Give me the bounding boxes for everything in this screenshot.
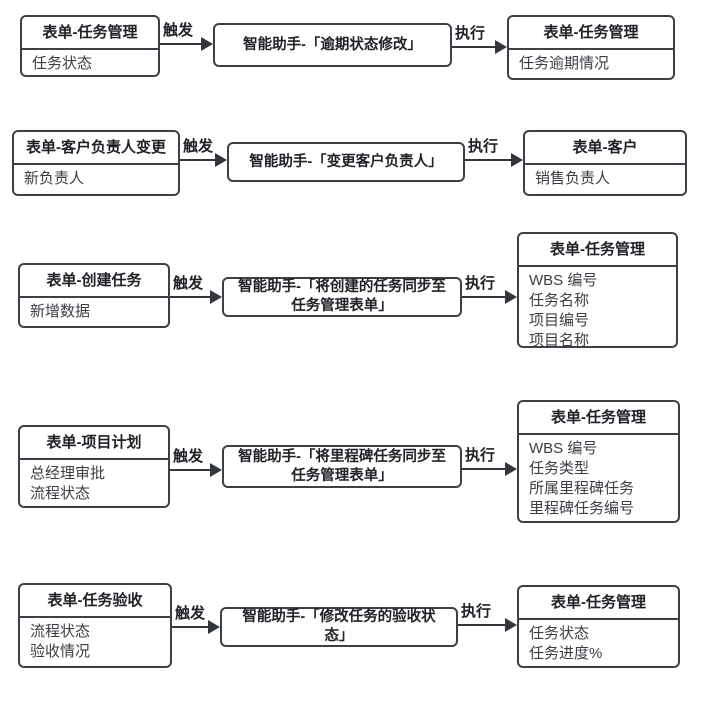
arrow-line xyxy=(170,296,211,298)
row4-assistant-label: 智能助手-「将里程碑任务同步至任务管理表单」 xyxy=(238,448,446,484)
row5-execute-label: 执行 xyxy=(461,603,492,620)
row2-source-form-fields: 新负责人 xyxy=(14,165,178,193)
row3-execute-arrow: 执行 xyxy=(462,275,517,304)
row5-assistant-box: 智能助手-「修改任务的验收状态」 xyxy=(220,607,458,647)
row2-target-field: 销售负责人 xyxy=(535,170,611,187)
row5-target-form-fields: 任务状态 任务进度% xyxy=(519,620,678,668)
row4-target-field: 任务类型 xyxy=(529,460,590,477)
row3-source-field: 新增数据 xyxy=(30,303,91,320)
row1-execute-arrow: 执行 xyxy=(452,25,507,54)
arrow-line xyxy=(172,626,209,628)
row2-target-form-fields: 销售负责人 xyxy=(525,165,685,193)
row5-source-field: 验收情况 xyxy=(30,643,91,660)
row1-target-field: 任务逾期情况 xyxy=(519,55,610,72)
row5-target-field: 任务状态 xyxy=(529,625,590,642)
arrow-line xyxy=(465,159,512,161)
row3-source-form-fields: 新增数据 xyxy=(20,298,168,326)
row1-source-form-fields: 任务状态 xyxy=(22,50,158,78)
row4-target-field: 里程碑任务编号 xyxy=(529,500,635,517)
row1-source-form-title: 表单-任务管理 xyxy=(22,17,158,50)
row5-source-field: 流程状态 xyxy=(30,623,91,640)
arrow-line xyxy=(462,468,506,470)
row5-trigger-label: 触发 xyxy=(175,605,206,622)
arrow-line xyxy=(452,46,496,48)
row3-target-field: WBS 编号 xyxy=(529,272,598,289)
row3-trigger-label: 触发 xyxy=(173,275,204,292)
row3-source-form-title: 表单-创建任务 xyxy=(20,265,168,298)
row3-target-field: 项目名称 xyxy=(529,332,590,349)
row1-assistant-box: 智能助手-「逾期状态修改」 xyxy=(213,23,452,67)
row5-execute-arrow: 执行 xyxy=(458,603,517,632)
row1-source-field: 任务状态 xyxy=(32,55,93,72)
row3-target-form-fields: WBS 编号 任务名称 项目编号 项目名称 xyxy=(519,267,676,355)
row2-source-form-title: 表单-客户负责人变更 xyxy=(14,132,178,165)
arrow-line xyxy=(462,296,506,298)
row2-source-field: 新负责人 xyxy=(24,170,85,187)
arrow-head-icon xyxy=(208,620,220,634)
arrow-head-icon xyxy=(505,290,517,304)
row4-source-field: 总经理审批 xyxy=(30,465,106,482)
row4-target-form-box: 表单-任务管理 WBS 编号 任务类型 所属里程碑任务 里程碑任务编号 xyxy=(517,400,680,523)
arrow-line xyxy=(160,43,202,45)
arrow-line xyxy=(180,159,216,161)
row2-source-form-box: 表单-客户负责人变更 新负责人 xyxy=(12,130,180,196)
row4-target-form-fields: WBS 编号 任务类型 所属里程碑任务 里程碑任务编号 xyxy=(519,435,678,523)
row1-source-form-box: 表单-任务管理 任务状态 xyxy=(20,15,160,77)
row1-assistant-label: 智能助手-「逾期状态修改」 xyxy=(243,36,422,53)
arrow-head-icon xyxy=(505,462,517,476)
row1-execute-label: 执行 xyxy=(455,25,486,42)
row4-execute-label: 执行 xyxy=(465,447,496,464)
row4-source-form-box: 表单-项目计划 总经理审批 流程状态 xyxy=(18,425,170,508)
row3-trigger-arrow: 触发 xyxy=(170,275,222,304)
row3-assistant-box: 智能助手-「将创建的任务同步至任务管理表单」 xyxy=(222,277,462,317)
row1-target-form-box: 表单-任务管理 任务逾期情况 xyxy=(507,15,675,80)
row5-source-form-box: 表单-任务验收 流程状态 验收情况 xyxy=(18,583,172,668)
arrow-head-icon xyxy=(215,153,227,167)
row2-target-form-title: 表单-客户 xyxy=(525,132,685,165)
arrow-head-icon xyxy=(505,618,517,632)
row5-source-form-fields: 流程状态 验收情况 xyxy=(20,618,170,666)
row2-assistant-box: 智能助手-「变更客户负责人」 xyxy=(227,142,465,182)
row5-source-form-title: 表单-任务验收 xyxy=(20,585,170,618)
row4-trigger-arrow: 触发 xyxy=(170,448,222,477)
row1-target-form-title: 表单-任务管理 xyxy=(509,17,673,50)
row5-target-form-box: 表单-任务管理 任务状态 任务进度% xyxy=(517,585,680,668)
row4-target-form-title: 表单-任务管理 xyxy=(519,402,678,435)
row3-target-form-box: 表单-任务管理 WBS 编号 任务名称 项目编号 项目名称 xyxy=(517,232,678,349)
row3-target-field: 任务名称 xyxy=(529,292,590,309)
arrow-head-icon xyxy=(495,40,507,54)
row5-target-form-title: 表单-任务管理 xyxy=(519,587,678,620)
row3-source-form-box: 表单-创建任务 新增数据 xyxy=(18,263,170,328)
row3-assistant-label: 智能助手-「将创建的任务同步至任务管理表单」 xyxy=(238,279,446,314)
row4-target-field: WBS 编号 xyxy=(529,440,598,457)
row4-source-form-title: 表单-项目计划 xyxy=(20,427,168,460)
arrow-line xyxy=(170,469,211,471)
row5-assistant-label: 智能助手-「修改任务的验收状态」 xyxy=(242,609,436,644)
row2-execute-arrow: 执行 xyxy=(465,138,523,167)
arrow-head-icon xyxy=(210,290,222,304)
row4-trigger-label: 触发 xyxy=(173,448,204,465)
row3-target-form-title: 表单-任务管理 xyxy=(519,234,676,267)
row3-execute-label: 执行 xyxy=(465,275,496,292)
row4-assistant-box: 智能助手-「将里程碑任务同步至任务管理表单」 xyxy=(222,445,462,488)
row4-source-form-fields: 总经理审批 流程状态 xyxy=(20,460,168,508)
arrow-head-icon xyxy=(201,37,213,51)
arrow-head-icon xyxy=(210,463,222,477)
row2-trigger-label: 触发 xyxy=(183,138,214,155)
row2-assistant-label: 智能助手-「变更客户负责人」 xyxy=(249,153,443,170)
row2-trigger-arrow: 触发 xyxy=(180,138,227,167)
row4-source-field: 流程状态 xyxy=(30,485,91,502)
row4-execute-arrow: 执行 xyxy=(462,447,517,476)
row1-trigger-arrow: 触发 xyxy=(160,22,213,51)
arrow-head-icon xyxy=(511,153,523,167)
row1-target-form-fields: 任务逾期情况 xyxy=(509,50,673,78)
row2-target-form-box: 表单-客户 销售负责人 xyxy=(523,130,687,196)
row1-trigger-label: 触发 xyxy=(163,22,194,39)
row2-execute-label: 执行 xyxy=(468,138,499,155)
row5-trigger-arrow: 触发 xyxy=(172,605,220,634)
arrow-line xyxy=(458,624,506,626)
row4-target-field: 所属里程碑任务 xyxy=(529,480,635,497)
row3-target-field: 项目编号 xyxy=(529,312,590,329)
row5-target-field: 任务进度% xyxy=(529,645,603,662)
